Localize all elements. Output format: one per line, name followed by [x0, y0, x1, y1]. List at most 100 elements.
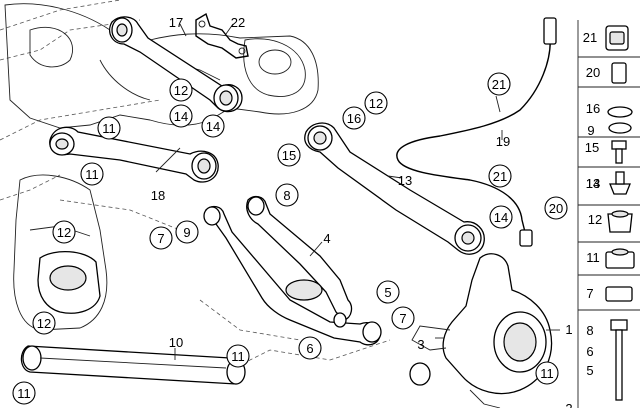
sidebar-part-number-7: 7	[586, 286, 593, 301]
callout-7-circled: 7	[149, 226, 173, 250]
sidebar-part-number-8: 8	[586, 323, 593, 338]
sidebar-part-number-9: 9	[587, 123, 594, 138]
callout-13: 13	[398, 173, 412, 188]
callout-number: 21	[493, 169, 507, 184]
callout-circle	[169, 78, 193, 102]
callout-circle	[32, 311, 56, 335]
bracket-22	[195, 12, 249, 59]
callout-circle	[364, 91, 388, 115]
callout-number: 2	[565, 401, 572, 408]
callout-circle	[149, 226, 173, 250]
callout-17: 17	[169, 15, 183, 30]
callout-number: 4	[323, 231, 330, 246]
upper-control-arm-17	[109, 16, 243, 113]
sleeve-20-icon	[611, 62, 627, 84]
trailing-arm-13	[304, 122, 485, 255]
callout-9-circled: 9	[175, 220, 199, 244]
sidebar-part-number-20: 20	[586, 65, 600, 80]
callout-number: 17	[169, 15, 183, 30]
callout-number: 11	[85, 167, 99, 182]
callout-14-circled: 14	[169, 104, 193, 128]
callout-11-circled: 11	[535, 361, 559, 385]
sensor-cable-19	[396, 17, 557, 247]
callout-12-circled: 12	[52, 220, 76, 244]
callout-circle	[535, 361, 559, 385]
wishbone-4	[203, 195, 382, 346]
sidebar-part-number-6: 6	[586, 344, 593, 359]
callout-number: 15	[282, 148, 296, 163]
callout-3: 3	[417, 337, 424, 352]
callout-circle	[488, 164, 512, 188]
wheel-carrier-1	[409, 253, 553, 408]
subframe-mount-left	[13, 174, 108, 331]
callout-1: 1	[565, 322, 572, 337]
callout-22: 22	[231, 15, 245, 30]
callout-number: 8	[283, 188, 290, 203]
hardware-sidebar	[577, 20, 640, 408]
sidebar-part-number-12: 12	[588, 212, 602, 227]
callout-circle	[201, 114, 225, 138]
callout-circle	[487, 72, 511, 96]
callout-circle	[376, 280, 400, 304]
callout-15-circled: 15	[277, 143, 301, 167]
callout-11-circled: 11	[12, 381, 36, 405]
callout-circle	[544, 196, 568, 220]
bolt-15-icon	[611, 140, 627, 164]
callout-number: 18	[151, 188, 165, 203]
nut-14-icon	[609, 171, 631, 195]
callout-12-circled: 12	[364, 91, 388, 115]
washer-9-icon	[608, 122, 632, 134]
sidebar-part-number-16: 16	[586, 101, 600, 116]
callout-number: 21	[492, 77, 506, 92]
callout-number: 10	[169, 335, 183, 350]
callout-number: 16	[347, 111, 361, 126]
callout-circle	[169, 104, 193, 128]
callout-10: 10	[169, 335, 183, 350]
control-arm-18	[49, 126, 219, 183]
callout-circle	[52, 220, 76, 244]
callout-number: 11	[17, 386, 31, 401]
callout-number: 9	[183, 225, 190, 240]
callout-number: 11	[102, 121, 116, 136]
callout-18: 18	[151, 188, 165, 203]
sidebar-part-number-13: 13	[586, 176, 600, 191]
toe-link-10	[20, 345, 246, 385]
callout-circle	[275, 183, 299, 207]
callout-number: 12	[37, 316, 51, 331]
callout-circle	[226, 344, 250, 368]
callout-circle	[12, 381, 36, 405]
callout-circle	[175, 220, 199, 244]
callout-number: 1	[565, 322, 572, 337]
callout-number: 19	[496, 134, 510, 149]
callout-6-circled: 6	[298, 336, 322, 360]
callout-number: 14	[206, 119, 220, 134]
sidebar-part-number-21: 21	[583, 30, 597, 45]
callout-circle	[80, 162, 104, 186]
callout-circle	[298, 336, 322, 360]
callout-14-circled: 14	[489, 205, 513, 229]
callout-7-circled: 7	[391, 306, 415, 330]
callout-21-circled: 21	[488, 164, 512, 188]
callout-number: 7	[399, 311, 406, 326]
callout-11-circled: 11	[97, 116, 121, 140]
callout-number: 14	[494, 210, 508, 225]
rear-subframe-outline	[0, 0, 391, 371]
callout-number: 12	[369, 96, 383, 111]
callout-circle	[277, 143, 301, 167]
nut-7-icon	[605, 286, 633, 302]
callout-circle	[342, 106, 366, 130]
callout-11-circled: 11	[226, 344, 250, 368]
leader-lines	[155, 23, 560, 360]
callout-number: 22	[231, 15, 245, 30]
callout-14-circled: 14	[201, 114, 225, 138]
callout-circle	[489, 205, 513, 229]
callout-number: 11	[540, 366, 554, 381]
callout-19: 19	[496, 134, 510, 149]
sidebar-part-number-11: 11	[586, 250, 600, 265]
callout-number: 6	[306, 341, 313, 356]
callout-number: 13	[398, 173, 412, 188]
callout-number: 12	[57, 225, 71, 240]
